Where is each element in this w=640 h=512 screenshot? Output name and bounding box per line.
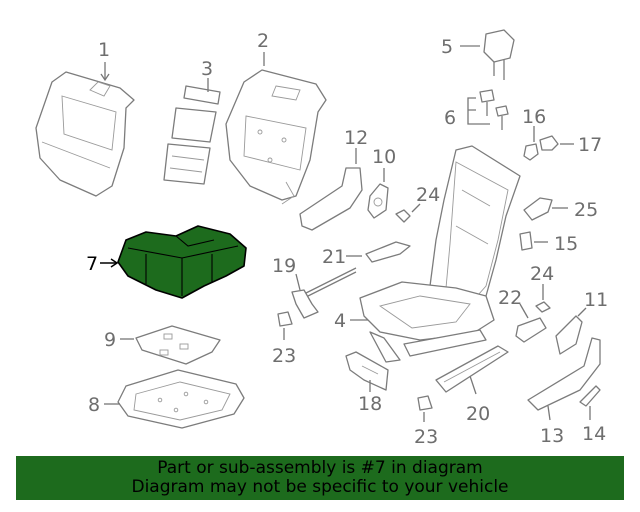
- part-7-cushion-cover-highlighted: [117, 225, 247, 299]
- part-21-cable: [365, 241, 411, 263]
- arrow-7: [110, 258, 119, 268]
- callout-13: 13: [540, 425, 564, 447]
- callout-20: 20: [466, 403, 490, 425]
- callout-10: 10: [372, 146, 396, 168]
- callout-24a: 24: [416, 184, 440, 206]
- part-3-back-panel: [163, 85, 221, 185]
- part-20-track-cover: [435, 345, 509, 393]
- leader-19: [295, 273, 301, 291]
- part-13-side-shield: [527, 337, 601, 411]
- part-14-cover: [579, 385, 601, 407]
- callout-24b: 24: [530, 263, 554, 285]
- part-17-clip: [539, 135, 559, 151]
- callout-7: 7: [86, 253, 98, 275]
- part-22-connector: [515, 317, 547, 343]
- leader-11: [577, 307, 587, 317]
- callout-19: 19: [272, 255, 296, 277]
- callout-8: 8: [88, 394, 100, 416]
- part-12-trim-panel: [299, 167, 363, 231]
- leader-6: [467, 97, 490, 125]
- part-11-bracket: [555, 315, 583, 355]
- callout-5: 5: [441, 36, 453, 58]
- part-25-bracket: [523, 197, 553, 221]
- callout-23a: 23: [272, 345, 296, 367]
- part-24-clip-lower: [535, 301, 551, 313]
- part-16-clip: [523, 143, 539, 161]
- banner-line-1: Part or sub-assembly is #7 in diagram: [157, 458, 483, 478]
- leader-22: [519, 303, 529, 319]
- callout-1: 1: [98, 39, 110, 61]
- part-15-latch: [519, 231, 533, 251]
- callout-15: 15: [554, 233, 578, 255]
- callout-2: 2: [257, 30, 269, 52]
- part-1-seatback-cover: [35, 71, 135, 197]
- part-9-cushion-pad: [135, 325, 221, 365]
- part-23-clip-left: [277, 311, 293, 327]
- part-19-rod: [291, 267, 357, 319]
- info-banner: Part or sub-assembly is #7 in diagram Di…: [16, 456, 624, 500]
- arrow-1: [100, 73, 110, 82]
- callout-25: 25: [574, 199, 598, 221]
- callout-21: 21: [322, 246, 346, 268]
- callout-4: 4: [334, 310, 346, 332]
- callout-9: 9: [104, 329, 116, 351]
- callout-18: 18: [358, 393, 382, 415]
- part-23-clip-lower: [417, 395, 433, 411]
- callout-22: 22: [498, 287, 522, 309]
- banner-line-2: Diagram may not be specific to your vehi…: [131, 477, 509, 497]
- part-5-headrest: [483, 29, 515, 80]
- part-24-clip-upper: [395, 209, 411, 223]
- part-10-recliner: [367, 183, 389, 219]
- part-8-cushion-frame: [117, 369, 245, 429]
- callout-6: 6: [444, 107, 456, 129]
- leader-20: [469, 375, 477, 395]
- part-4-seat-frame: [359, 145, 521, 363]
- callout-12: 12: [344, 127, 368, 149]
- leader-13: [547, 405, 551, 421]
- callout-14: 14: [582, 423, 606, 445]
- callout-3: 3: [201, 58, 213, 80]
- callout-16: 16: [522, 106, 546, 128]
- exploded-seat-diagram: 1 3 2 5 6 16 17: [35, 29, 608, 448]
- callout-17: 17: [578, 134, 602, 156]
- part-2-seatback-frame: [225, 69, 327, 205]
- callout-23b: 23: [414, 426, 438, 448]
- part-18-shield: [345, 351, 389, 391]
- part-6-headrest-guides: [479, 89, 509, 130]
- leader-24a: [411, 203, 421, 213]
- callout-11: 11: [584, 289, 608, 311]
